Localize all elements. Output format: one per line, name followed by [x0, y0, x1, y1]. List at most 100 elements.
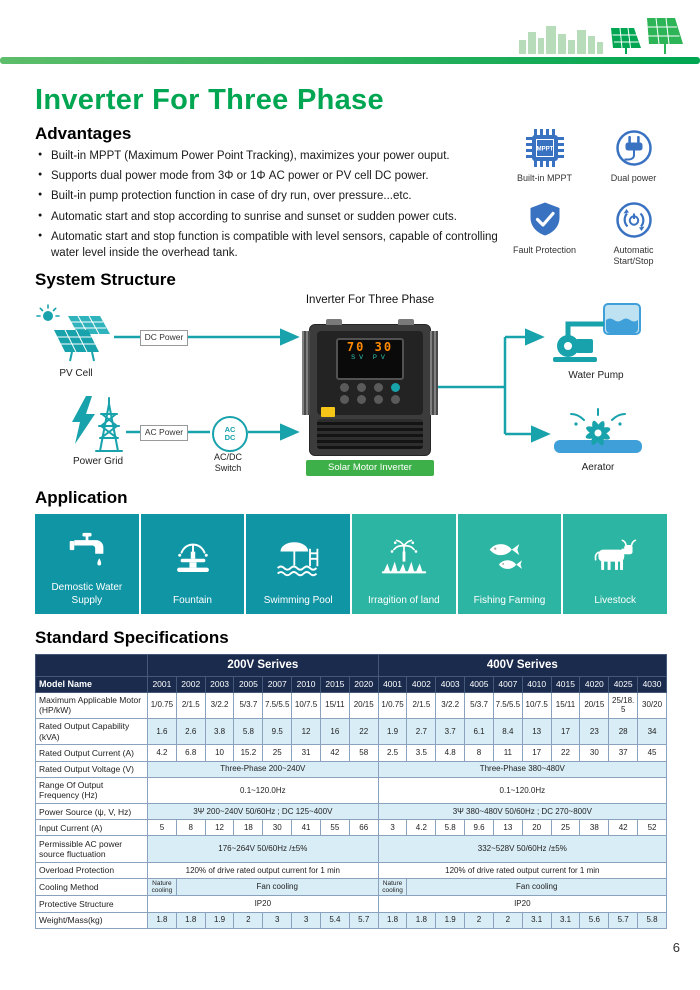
spec-cell: 22: [550, 744, 581, 762]
heatsink-fins: [430, 331, 438, 415]
spec-cell: 42: [319, 744, 350, 762]
system-structure-heading: System Structure: [35, 270, 176, 289]
spec-cell: Three-Phase 200~240V: [147, 760, 379, 778]
tile-label: Irragition of land: [367, 594, 440, 606]
spec-cell: 13: [521, 717, 552, 746]
spec-cell: 16: [319, 717, 350, 746]
spec-cell: 2: [464, 911, 494, 929]
model-cell: 4025: [608, 675, 639, 693]
tile-label: Demostic Water Supply: [51, 582, 123, 606]
livestock-icon: [567, 520, 663, 595]
display-legend: SV PV: [338, 354, 402, 362]
model-row-label: Model Name: [35, 675, 148, 693]
spec-cell: 6.1: [464, 717, 494, 746]
spec-cell: IP20: [147, 895, 379, 913]
spec-cell: 9.5: [262, 717, 293, 746]
advantages-list: Built-in MPPT (Maximum Power Point Track…: [38, 148, 508, 266]
inverter-front-panel: 70 30 SV PV: [317, 331, 423, 415]
spec-cell: 20/15: [348, 691, 379, 719]
inverter-keypad: [337, 383, 403, 404]
svg-text:MPPT: MPPT: [536, 147, 553, 153]
spec-cell: 5/3.7: [464, 691, 494, 719]
spec-cell: 34: [637, 717, 667, 746]
spec-cell: 6.8: [175, 744, 206, 762]
model-cell: 4010: [521, 675, 552, 693]
model-cell: 4002: [406, 675, 437, 693]
model-cell: 2005: [233, 675, 264, 693]
aerator-icon: [554, 408, 642, 453]
keypad-button: [391, 395, 401, 404]
model-cell: 2015: [319, 675, 350, 693]
spec-cell: 25/18.5: [608, 691, 639, 719]
spec-cell: 1.9: [377, 717, 408, 746]
spec-cell: 3: [377, 819, 408, 837]
spec-cell: 5.8: [637, 911, 667, 929]
spec-cell: 3Ψ 380~480V 50/60Hz ; DC 270~800V: [377, 803, 668, 821]
model-cell: 4001: [377, 675, 408, 693]
ac-power-box: AC Power: [140, 425, 188, 441]
spec-cell: 3.5: [406, 744, 437, 762]
tile-domestic-water: Demostic Water Supply: [35, 514, 139, 614]
spec-cell: 3: [291, 911, 321, 929]
run-button: [391, 383, 401, 392]
spec-cell: 2: [492, 911, 523, 929]
spec-cell: 3.8: [204, 717, 235, 746]
spec-row-label: Permissible AC power source fluctuation: [35, 835, 148, 863]
spec-cell: 3.7: [435, 717, 466, 746]
spec-cell: 15/11: [319, 691, 350, 719]
dual-power-icon: [615, 130, 652, 166]
spec-cell: 10/7.5: [521, 691, 552, 719]
model-cell: 2007: [262, 675, 293, 693]
spec-cell: 22: [348, 717, 379, 746]
solar-motor-inverter-tag: Solar Motor Inverter: [306, 460, 434, 476]
system-structure-diagram: Inverter For Three Phase PV Cell: [0, 292, 700, 492]
spec-cell: 38: [579, 819, 610, 837]
spec-cell: 1.6: [147, 717, 177, 746]
swimming-pool-icon: [250, 520, 346, 595]
inverter-device: 70 30 SV PV: [302, 319, 438, 455]
model-cell: 4020: [579, 675, 610, 693]
spec-cell: 25: [262, 744, 293, 762]
warning-sticker: [321, 407, 335, 417]
spec-cell: 5.8: [233, 717, 264, 746]
spec-cell: Fan cooling: [175, 878, 379, 897]
spec-cell: 5: [147, 819, 177, 837]
group-200v-header: 200V Serives: [147, 654, 379, 677]
application-heading: Application: [35, 488, 128, 507]
advantages-heading: Advantages: [35, 124, 132, 143]
spec-cell: 25: [550, 819, 581, 837]
spec-row: Rated Output Voltage (V)Three-Phase 200~…: [35, 760, 668, 778]
water-pump-label: Water Pump: [568, 370, 624, 381]
advantage-item: Built-in MPPT (Maximum Power Point Track…: [38, 148, 508, 165]
spec-cell: 10/7.5: [291, 691, 321, 719]
spec-cell: 3.1: [521, 911, 552, 929]
model-cell: 4005: [464, 675, 494, 693]
model-cell: 2002: [175, 675, 206, 693]
spec-cell: 3.1: [550, 911, 581, 929]
spec-cell: 18: [233, 819, 264, 837]
model-cell: 4015: [550, 675, 581, 693]
switch-dc-text: DC: [224, 433, 236, 442]
keypad-button: [339, 383, 349, 392]
tile-label: Livestock: [594, 594, 637, 606]
tile-irrigation: Irragition of land: [352, 514, 456, 614]
tile-label: Fountain: [173, 594, 212, 606]
spec-cell: 55: [319, 819, 350, 837]
power-grid-icon: [72, 396, 123, 452]
spec-cell: 4.8: [435, 744, 466, 762]
pv-cell-icon: [36, 304, 110, 362]
spec-cell: 41: [291, 819, 321, 837]
spec-cell: 120% of drive rated output current for 1…: [147, 861, 379, 880]
aerator-label: Aerator: [581, 462, 615, 473]
spec-cell: 13: [492, 819, 523, 837]
spec-cell: 10: [204, 744, 235, 762]
spec-cell: 3/2.2: [204, 691, 235, 719]
spec-row-label: Input Current (A): [35, 819, 148, 837]
spec-cell: 120% of drive rated output current for 1…: [377, 861, 668, 880]
spec-cell: 30/20: [637, 691, 667, 719]
spec-cell: 5.7: [608, 911, 639, 929]
